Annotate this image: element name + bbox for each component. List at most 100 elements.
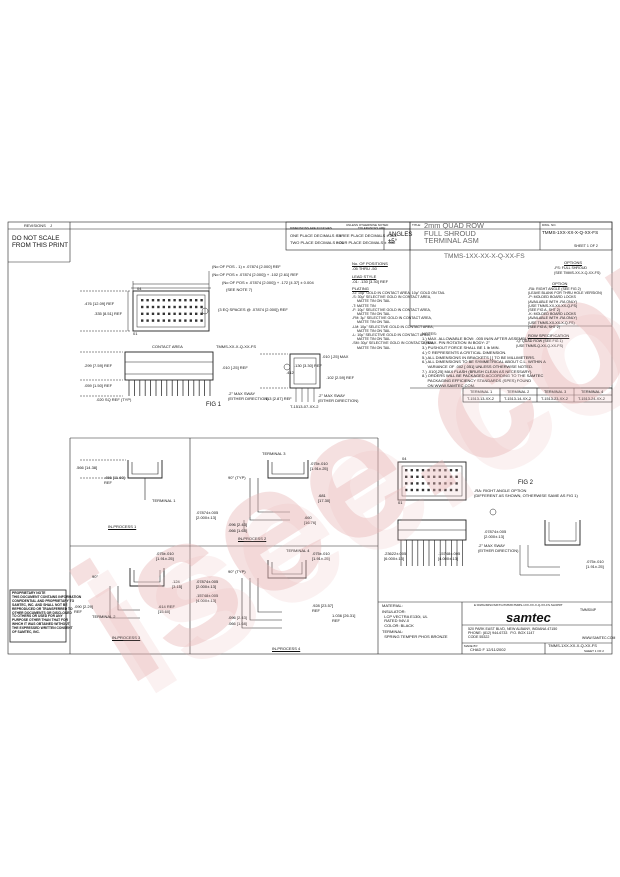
terminal-part-number: T-1513-23-XX-2 [541,396,569,401]
fig1-max-sway: .2° MAX SWAY (EITHER DIRECTION) [228,391,269,401]
pin [184,312,187,315]
pin [200,312,203,315]
pin [438,488,441,492]
option-list-line: (SEE FIG A, SHT 2) [528,308,560,312]
pin [416,469,419,472]
notes-list-line: 6.) ALL DIMENSIONS TO BE SYMMETRICAL ABO… [422,359,546,365]
fig1-contact-area: CONTACT AREA [152,344,183,349]
pin [151,299,155,302]
fig1-dim-020: .020 SQ REF (TYP) [96,397,132,402]
tolerance-three-place: THREE PLACE DECIMALS ±.005 [336,233,397,238]
fig1-tails [128,380,211,396]
pin [146,319,149,322]
pin [189,312,192,315]
pin [195,312,198,315]
pin [168,299,171,302]
pin [141,312,144,315]
ip-dim-096a: .096 [2.43] [228,522,247,527]
pin [178,305,182,309]
pin [438,469,441,472]
tolerance-two-place: TWO PLACE DECIMALS ±.01 [290,240,344,245]
pin [141,305,144,309]
option-list-line: (AVAILABLE WITH -RA ONLY) [528,316,577,321]
ip-dim-066b: .066 [1.68] [228,621,247,626]
pin [173,312,176,315]
lead-style-title: LEAD STYLE [352,274,377,279]
proprietary-note: PROPRIETARY NOTE THIS DOCUMENT CONTAINS … [12,591,82,635]
pin [162,299,165,302]
pin [421,469,425,472]
tolerance-dim-label: DIMENSIONS ARE IN INCHES [290,226,332,230]
pin [184,305,187,309]
notes-list-line: 1.) MAX. ALLOWABLE BOW: .005 IN/IN AFTER… [422,335,531,341]
pin [444,482,447,485]
ip-dim-075c: .075±.010 [1.91±.25] [312,551,330,561]
pin [421,475,425,478]
notes-list-line: 5.) ALL DIMENSIONS IN BRACKETS [ ] TO BE… [422,354,536,360]
ip-dim-660: .660 [16.76] [304,515,317,525]
pin [168,305,171,309]
pin [416,482,419,485]
option-fs: -FS: FULL SHROUD (SEE TMMS-XX-X-Q-XX-FS) [554,266,601,275]
ip-dim-15748: .15748±.005 [4.000±.13] [196,593,219,603]
ip-terminal-1: TERMINAL 1 [152,498,176,503]
revision-letter: J [50,223,52,228]
pin [455,469,458,472]
fig2-label-01: 01 [398,500,403,505]
tolerance-one-place: ONE PLACE DECIMALS ±.1 [290,233,342,238]
fig2-tails [400,540,463,566]
fig1-dim-412: .412 [286,370,294,375]
ip4-label: IN-PROCESS 4 [272,646,301,651]
pin [173,299,176,302]
pin [433,488,436,492]
fig1-top-view [80,271,211,332]
pin [444,475,447,478]
material-terminal: TERMINAL: SPRING TEMPER PHOS BRONZE [382,629,448,639]
pin [444,469,447,472]
pin [195,305,198,309]
tolerance-angles: ANGLES ±5° [388,232,413,245]
pin [146,299,149,302]
ip-dim-096b: .096 [2.43] [228,615,247,620]
option-list-line: (LEAVE BLANK FOR THRU HOLE VERSION) [528,291,602,296]
notes-list-line: ON WWW.SAMTEC.COM. [422,382,476,388]
pin [189,305,192,309]
in-process-2-drawing [243,460,309,530]
pin [184,319,187,322]
pin [449,488,453,492]
ip-dim-681: .681 [17.30] [318,493,331,503]
option-list-line: (USE TMMS-XX-XX-X-Q-FS) [528,320,575,325]
part-number-template: TMMS-1XX-XX-X-Q-XX-FS [444,253,525,260]
do-not-scale-note: DO NOT SCALE FROM THIS PRINT [12,235,68,249]
pin [449,469,453,472]
pin [200,299,203,302]
plating-list-line: -SM: 30µ" SELECTIVE GOLD IN CONTACT AREA… [352,341,435,346]
pin [433,482,436,485]
company-web: WWW.SAMTEC.COM [582,636,616,640]
title-label: TITLE: [412,223,422,227]
pin [427,475,430,478]
pin [157,312,160,315]
fig1-dim-476: .476 [12.09] REF [84,301,115,306]
fig2-max-sway: .2° MAX SWAY (EITHER DIRECTION) [478,543,519,553]
critical-marker-2 [283,363,291,371]
terminal-part-number: T-1513-14-XX-2 [504,396,532,401]
fig1-dim-03: (3 EQ SPACES @ .07874 [2.000]) REF [218,307,288,312]
pin [168,312,171,315]
fig2-drawing [397,461,581,576]
terminal-part-number: T-1513-24-XX-2 [578,396,606,401]
plating-list-line: MATTE TIN ON TAIL [352,320,391,325]
dwg-no: TMMS-1XX-XX-X-Q-XX-FS [542,230,599,235]
option-list-line: -RA: RIGHT ANGLE (SEE FIG 2) [528,287,581,291]
material-insulator: INSULATOR: LCP VECTRA E130i, UL RATED 94… [382,609,428,628]
pin [416,488,419,492]
row-spec-title: ROW SPECIFICATION [528,333,570,338]
plating-list-line: -F: 10µ" SELECTIVE GOLD IN CONTACT AREA, [352,307,431,312]
plating-list-line: MATTE TIN ON TAIL [352,345,391,350]
plating-list-line: -L: 10µ" SELECTIVE GOLD IN CONTACT AREA, [352,333,431,337]
notes-list-line: NOTES: [422,331,437,336]
tolerance-four-place: FOUR PLACE DECIMALS ± .002 [336,240,396,245]
fig1-dim-010b: .010 [.25] MAX [322,354,349,359]
pin [141,299,144,302]
